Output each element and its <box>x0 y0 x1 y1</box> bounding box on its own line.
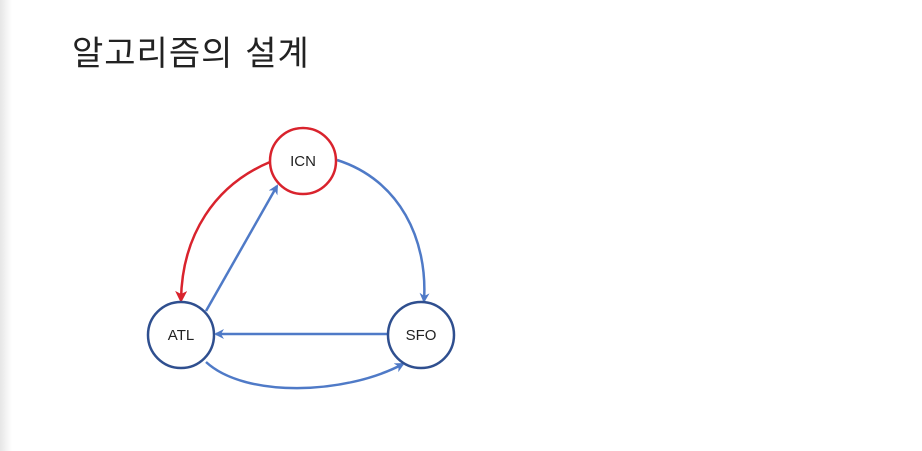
node-atl: ATL <box>146 300 216 370</box>
node-icn: ICN <box>268 126 338 196</box>
edge-icn-to-atl <box>175 160 271 303</box>
edge-icn-to-sfo <box>336 158 430 303</box>
node-sfo: SFO <box>386 300 456 370</box>
edge-atl-to-icn <box>204 184 279 312</box>
edge-atl-to-sfo <box>205 361 405 390</box>
node-sfo-label: SFO <box>406 327 437 344</box>
node-atl-label: ATL <box>168 327 194 344</box>
node-icn-label: ICN <box>290 153 316 170</box>
slide-edge-shadow <box>0 0 12 451</box>
slide-title: 알고리즘의 설계 <box>72 34 310 74</box>
